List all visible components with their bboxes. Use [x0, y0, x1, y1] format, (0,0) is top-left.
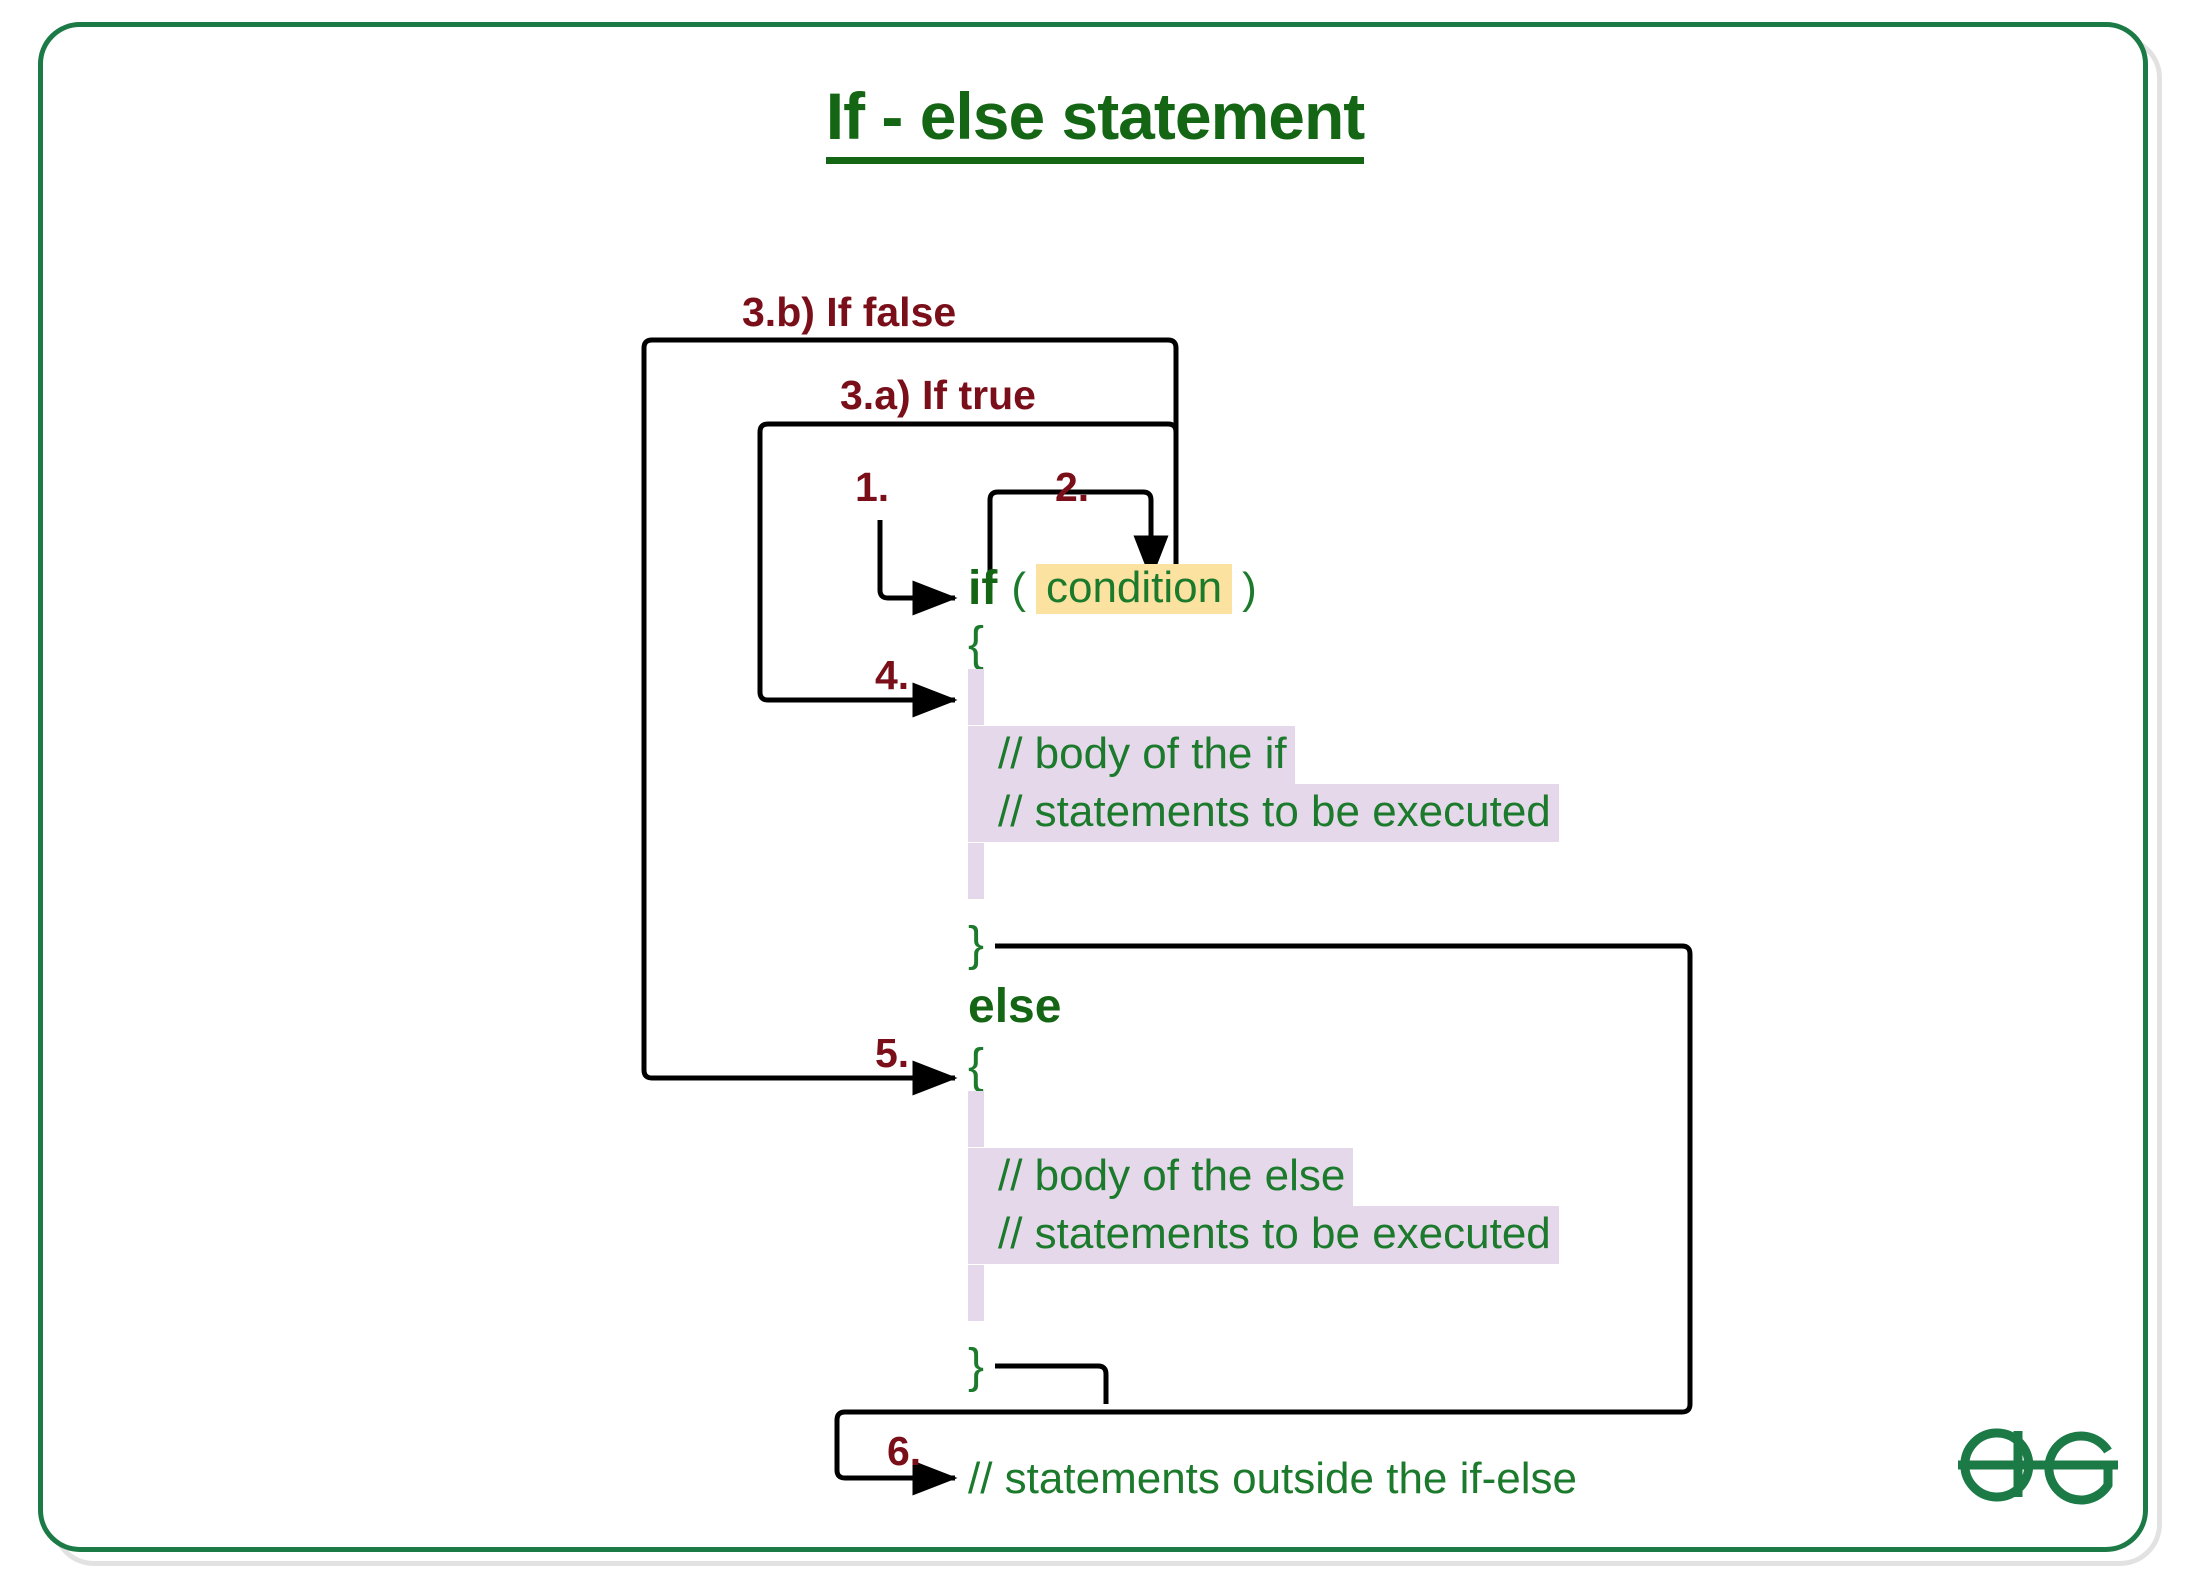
if-keyword: if — [968, 562, 998, 615]
step-label-2: 2. — [1055, 464, 1090, 510]
else-body-pad-top — [968, 1091, 984, 1147]
step-label-4: 4. — [875, 652, 910, 698]
else-body-line-2: // statements to be executed — [968, 1206, 1559, 1264]
code-line-else-open-brace: { — [968, 1038, 984, 1096]
step-label-3b: 3.b) If false — [742, 289, 957, 335]
page-title: If - else statement — [0, 78, 2190, 164]
code-line-if-pad-bottom — [968, 842, 984, 900]
else-body-line-1: // body of the else — [968, 1148, 1354, 1206]
brace-open-else: { — [968, 1040, 985, 1093]
condition-token: condition — [1035, 564, 1233, 614]
if-body-pad-top — [968, 669, 984, 725]
else-body-pad-bottom — [968, 1265, 984, 1321]
code-line-if-header: if ( condition ) — [968, 560, 1257, 618]
code-line-if-open-brace: { — [968, 616, 984, 674]
if-body-line-1-text: // body of the if — [998, 729, 1287, 778]
geeksforgeeks-logo — [1958, 1428, 2118, 1505]
step-label-6: 6. — [887, 1428, 922, 1474]
step-label-1: 1. — [855, 464, 890, 510]
code-line-else-close-brace: } — [968, 1338, 984, 1396]
step-label-5: 5. — [875, 1030, 910, 1076]
code-line-if-body-2: // statements to be executed — [968, 784, 1559, 842]
code-line-else-pad-top — [968, 1090, 984, 1148]
if-body-line-1: // body of the if — [968, 726, 1295, 784]
else-keyword: else — [968, 980, 1062, 1033]
code-line-else-body-1: // body of the else — [968, 1148, 1354, 1206]
code-line-if-body-1: // body of the if — [968, 726, 1295, 784]
paren-open: ( — [1011, 564, 1026, 613]
else-body-line-1-text: // body of the else — [998, 1151, 1346, 1200]
else-body-line-2-text: // statements to be executed — [998, 1209, 1551, 1258]
if-body-line-2-text: // statements to be executed — [998, 787, 1551, 836]
code-line-if-pad-top — [968, 668, 984, 726]
paren-close: ) — [1242, 564, 1257, 613]
if-body-pad-bottom — [968, 843, 984, 899]
code-line-else-keyword: else — [968, 978, 1061, 1036]
code-line-else-pad-bottom — [968, 1264, 984, 1322]
code-line-after-statement: // statements outside the if-else — [968, 1450, 1577, 1508]
code-line-else-body-2: // statements to be executed — [968, 1206, 1559, 1264]
brace-close-else: } — [968, 1340, 985, 1393]
if-body-line-2: // statements to be executed — [968, 784, 1559, 842]
step-label-3a: 3.a) If true — [840, 372, 1036, 418]
page-title-text: If - else statement — [825, 79, 1365, 164]
code-line-if-close-brace: } — [968, 916, 984, 974]
brace-open-if: { — [968, 618, 985, 671]
after-statement-text: // statements outside the if-else — [968, 1454, 1577, 1503]
brace-close-if: } — [968, 918, 985, 971]
